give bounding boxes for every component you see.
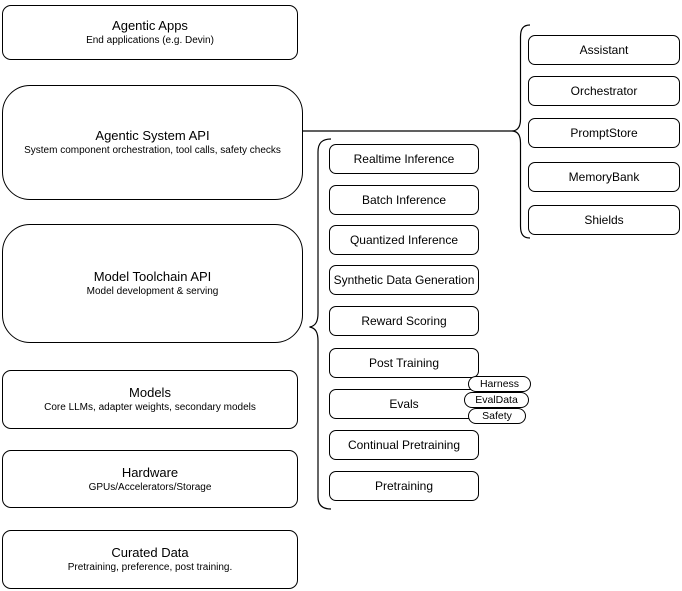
box-model-toolchain-api: Model Toolchain API Model development & … [2, 224, 303, 343]
toolchain-group-brace [309, 138, 332, 510]
box-subtitle: System component orchestration, tool cal… [24, 145, 281, 156]
box-title: Agentic System API [95, 128, 210, 143]
tag-safety: Safety [468, 408, 526, 424]
box-title: Model Toolchain API [93, 269, 212, 284]
box-title: Agentic Apps [112, 18, 188, 33]
box-subtitle: End applications (e.g. Devin) [86, 35, 214, 46]
box-agentic-apps: Agentic Apps End applications (e.g. Devi… [2, 5, 298, 60]
node-reward-scoring: Reward Scoring [329, 306, 479, 336]
tag-evaldata: EvalData [464, 392, 529, 408]
node-continual-pretraining: Continual Pretraining [329, 430, 479, 460]
box-subtitle: Pretraining, preference, post training. [67, 562, 233, 573]
box-title: Curated Data [111, 545, 189, 560]
node-orchestrator: Orchestrator [528, 76, 680, 106]
node-assistant: Assistant [528, 35, 680, 65]
node-synthetic-data-generation: Synthetic Data Generation [329, 265, 479, 295]
box-title: Models [129, 385, 171, 400]
node-post-training: Post Training [329, 348, 479, 378]
box-title: Hardware [121, 464, 179, 480]
box-agentic-system-api: Agentic System API System component orch… [2, 85, 303, 200]
box-subtitle: Core LLMs, adapter weights, secondary mo… [44, 402, 256, 413]
tag-harness: Harness [468, 376, 531, 392]
box-subtitle: GPUs/Accelerators/Storage [88, 481, 212, 493]
box-hardware: Hardware GPUs/Accelerators/Storage [2, 450, 298, 508]
node-evals: Evals [329, 389, 479, 419]
box-subtitle: Model development & serving [86, 286, 219, 297]
node-quantized-inference: Quantized Inference [329, 225, 479, 255]
node-pretraining: Pretraining [329, 471, 479, 501]
box-curated-data: Curated Data Pretraining, preference, po… [2, 530, 298, 589]
node-batch-inference: Batch Inference [329, 185, 479, 215]
node-shields: Shields [528, 205, 680, 235]
node-realtime-inference: Realtime Inference [329, 144, 479, 174]
node-memorybank: MemoryBank [528, 162, 680, 192]
box-models: Models Core LLMs, adapter weights, secon… [2, 370, 298, 429]
node-promptstore: PromptStore [528, 118, 680, 148]
